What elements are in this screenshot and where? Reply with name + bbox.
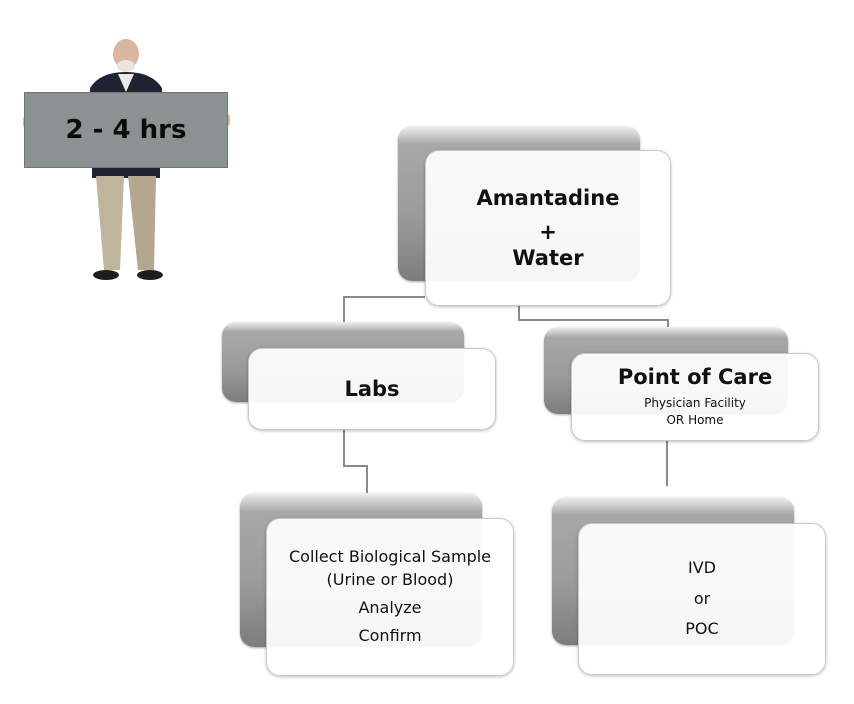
collect-node-card: Collect Biological Sample (Urine or Bloo… xyxy=(266,518,514,676)
top-node-water: Water xyxy=(512,246,584,271)
connector-top-horizontal-left xyxy=(343,296,425,298)
ivd-node-line2: or xyxy=(693,588,711,608)
labs-node-card: Labs xyxy=(248,348,496,430)
poc-node-sub1: Physician Facility xyxy=(644,395,746,410)
connector-poc-vertical xyxy=(666,440,668,486)
collect-node-line4: Confirm xyxy=(358,626,422,646)
connector-top-left-vertical xyxy=(343,296,345,322)
ivd-node-line3: POC xyxy=(685,619,719,639)
top-node-card: Amantadine + Water xyxy=(425,150,671,306)
connector-top-center-vertical xyxy=(518,304,520,320)
connector-top-right-vertical xyxy=(667,319,669,329)
duration-sign-text: 2 - 4 hrs xyxy=(65,115,187,145)
connector-labs-down xyxy=(366,465,368,493)
man-holding-sign-illustration xyxy=(23,39,230,280)
collect-node-line3: Analyze xyxy=(358,598,422,617)
connector-top-horizontal-right xyxy=(518,319,668,321)
connector-labs-horizontal xyxy=(343,465,367,467)
poc-node-title: Point of Care xyxy=(617,365,773,390)
collect-node-line2: (Urine or Blood) xyxy=(326,569,454,589)
poc-node-sub2: OR Home xyxy=(666,413,724,428)
collect-node-line1: Collect Biological Sample xyxy=(288,547,492,567)
top-node-plus: + xyxy=(539,219,557,244)
top-node-title: Amantadine xyxy=(476,185,620,210)
poc-node-card: Point of Care Physician Facility OR Home xyxy=(571,353,819,441)
ivd-node-line1: IVD xyxy=(688,558,716,578)
connector-labs-vertical xyxy=(343,428,345,466)
ivd-node-card: IVD or POC xyxy=(578,523,826,675)
duration-sign: 2 - 4 hrs xyxy=(24,92,228,168)
labs-node-title: Labs xyxy=(344,376,400,401)
